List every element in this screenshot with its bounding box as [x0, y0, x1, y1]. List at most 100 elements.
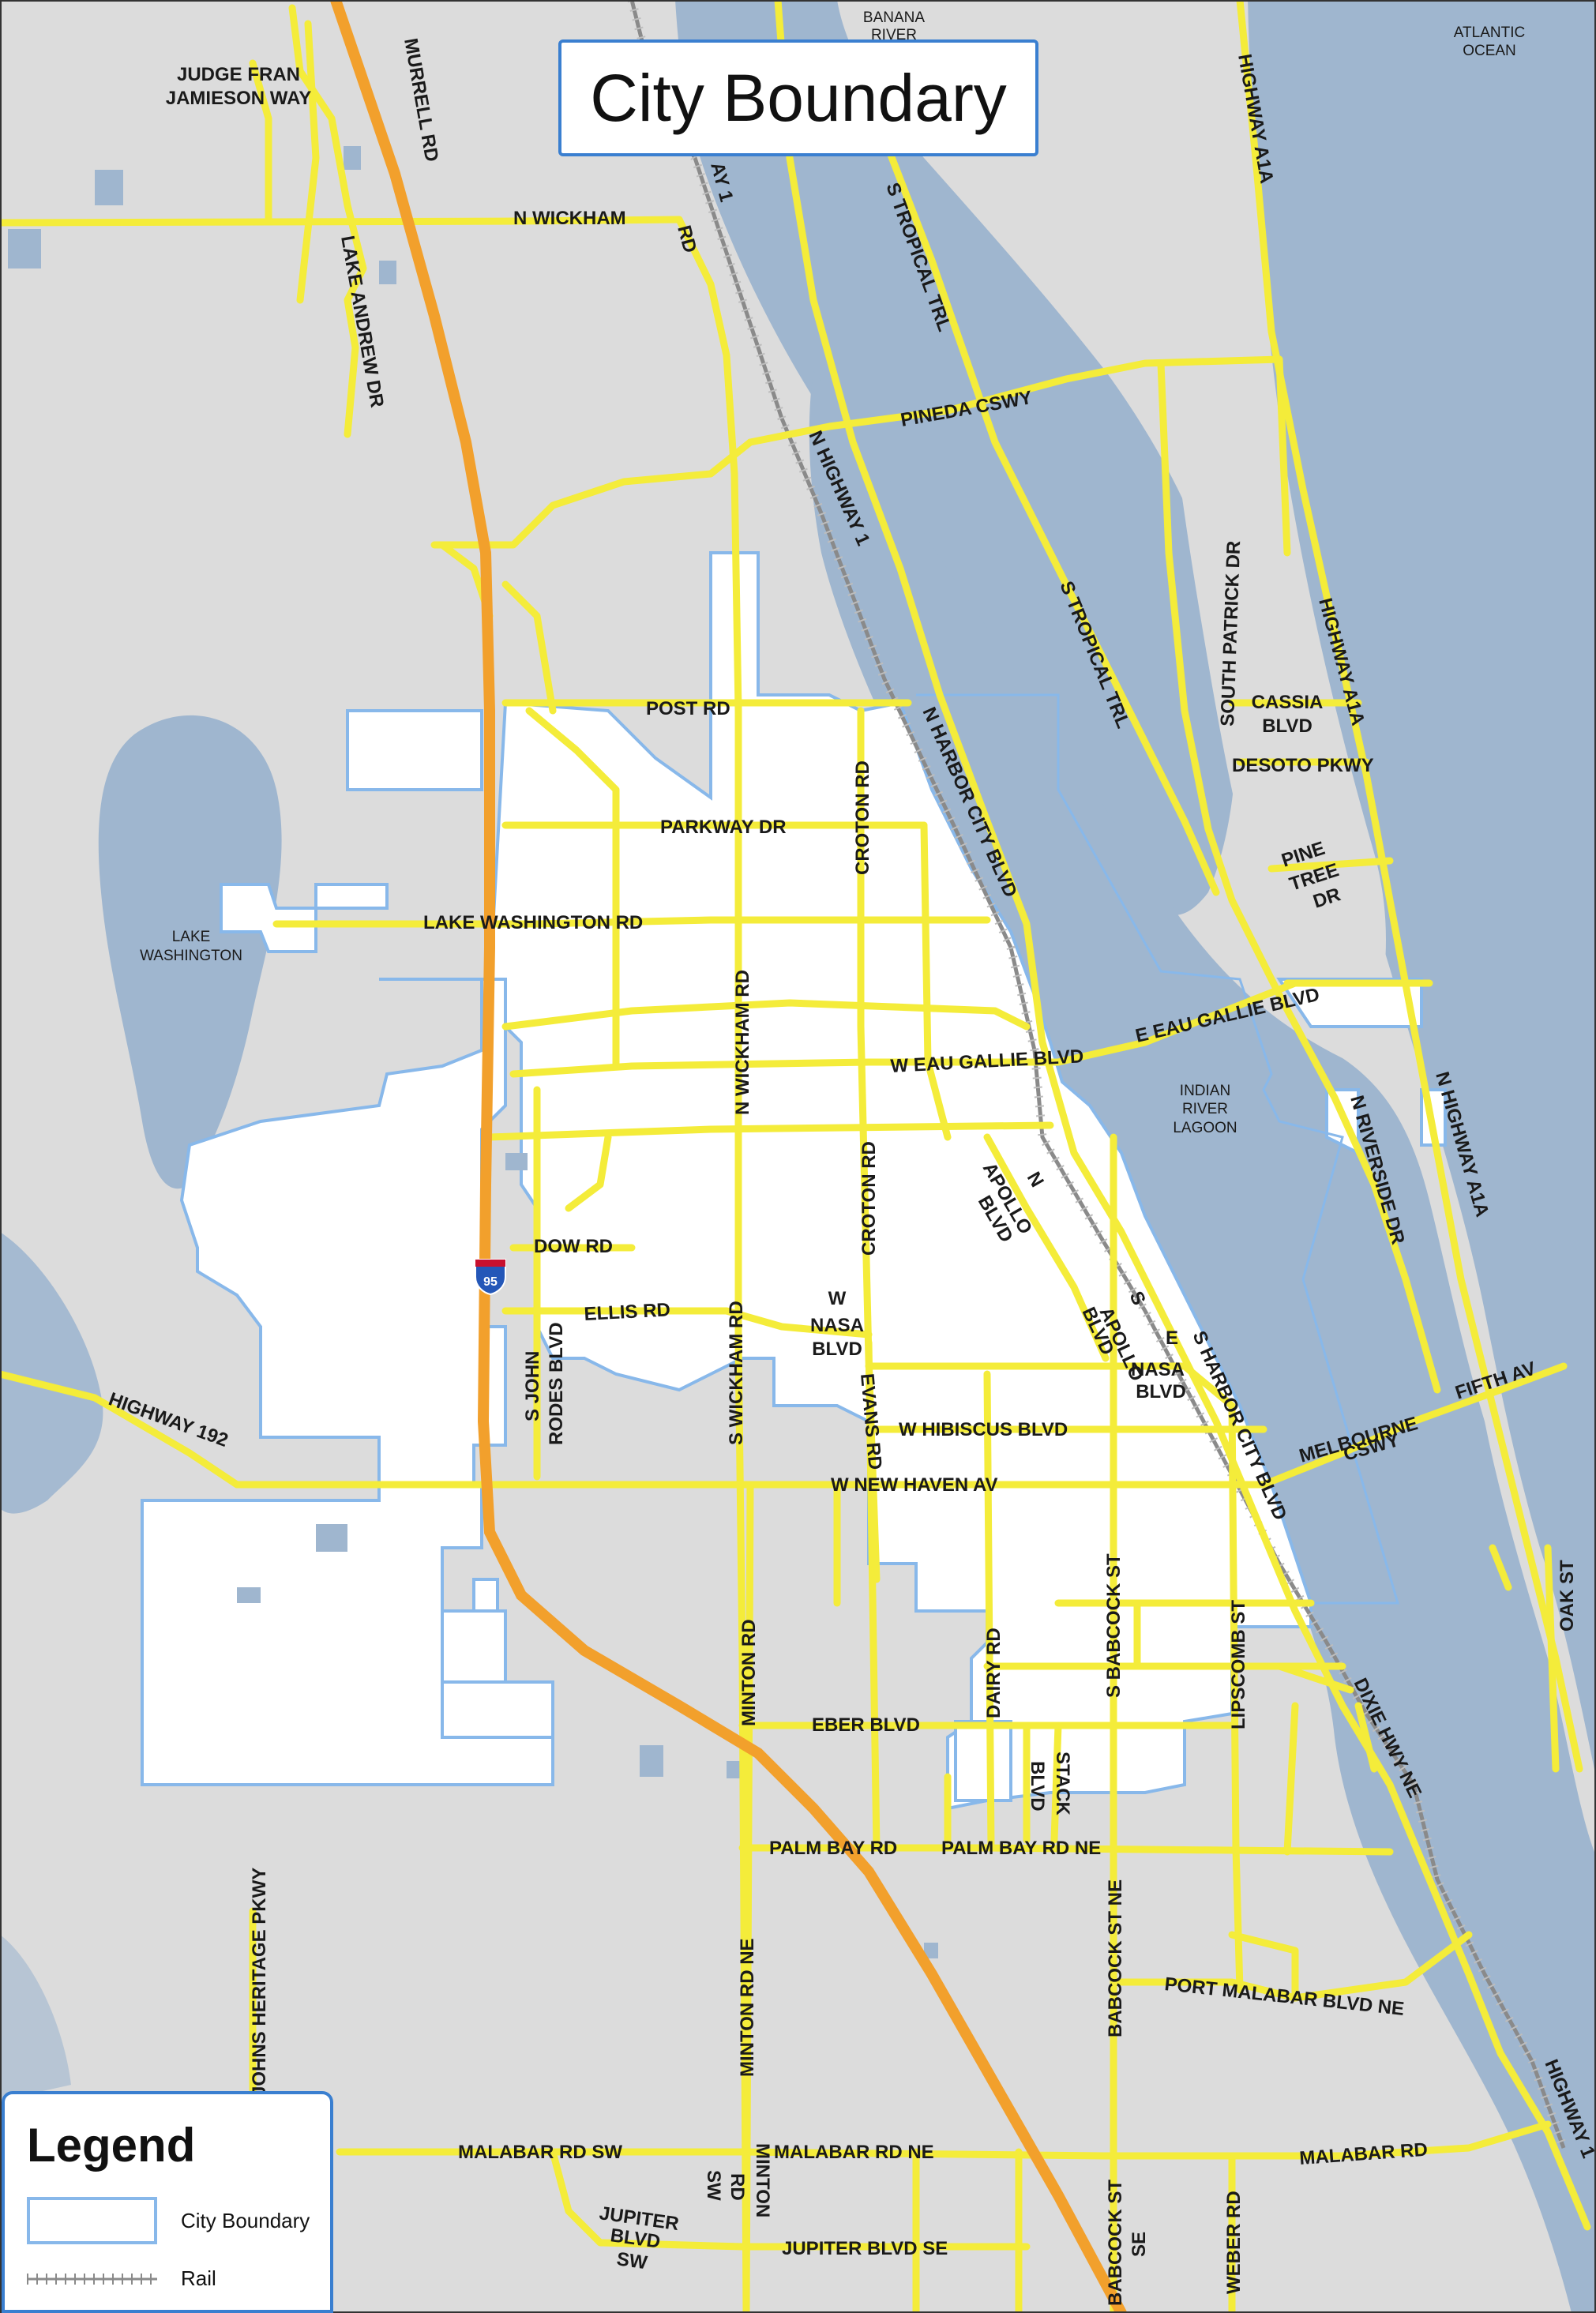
label-s-babcock-st: S BABCOCK ST	[1103, 1553, 1125, 1698]
label-malabar-rd-ne: MALABAR RD NE	[774, 2142, 934, 2163]
label-w-nasa-2: NASA	[810, 1315, 864, 1336]
barrier-island	[1145, 0, 1386, 1042]
label-n-wickham-rd: N WICKHAM RD	[732, 970, 753, 1115]
label-eber-blvd: EBER BLVD	[812, 1714, 920, 1736]
label-banana-river-1: BANANA	[863, 9, 925, 26]
rail-swatch-icon	[27, 2273, 157, 2285]
label-minton-rd-sw-1: RD	[727, 2173, 748, 2201]
legend-label-city-boundary: City Boundary	[181, 2208, 310, 2232]
road-palm-bay-rd	[738, 1844, 1394, 1856]
shield-number: 95	[483, 1275, 498, 1289]
legend-item-rail: Rail	[27, 2266, 216, 2291]
label-babcock-st-ne: BABCOCK ST NE	[1105, 1879, 1126, 2037]
road-ellis-rd	[501, 1307, 873, 1339]
road-lake-washington-rd	[272, 916, 991, 928]
label-minton-2: MINTON	[752, 2143, 773, 2217]
label-croton-rd-mid: CROTON RD	[858, 1141, 880, 1256]
label-minton-rd: MINTON RD	[738, 1619, 760, 1726]
label-e-nasa-2: NASA	[1131, 1359, 1185, 1380]
water-atlantic-ocean	[1248, 0, 1596, 1777]
road-apollo	[983, 1133, 1110, 1362]
label-ellis-rd: ELLIS RD	[584, 1299, 671, 1325]
title-box: City Boundary	[558, 39, 1038, 156]
road-evans-rd	[865, 1339, 881, 1852]
label-minton-rd-ne: MINTON RD NE	[737, 1938, 758, 2077]
label-jupiter-blvd-se: JUPITER BLVD SE	[782, 2238, 948, 2259]
road-eau-gallie-upper	[501, 999, 1031, 1031]
label-lipscomb-st: LIPSCOMB ST	[1228, 1600, 1249, 1729]
label-atlantic-2: OCEAN	[1463, 43, 1516, 59]
label-lake-washington-1: LAKE	[172, 929, 211, 945]
interstate-95	[330, 0, 1127, 2313]
label-post-rd: POST RD	[646, 698, 730, 719]
label-jupiter-3: SW	[615, 2248, 648, 2274]
city-boundary-swatch-icon	[27, 2197, 157, 2244]
label-w-new-haven-av: W NEW HAVEN AV	[831, 1474, 998, 1496]
label-palm-bay-rd: PALM BAY RD	[769, 1838, 897, 1859]
label-parkway-dr: PARKWAY DR	[660, 817, 787, 838]
label-s-wickham-rd: S WICKHAM RD	[726, 1301, 747, 1445]
label-s-john-2: RODES BLVD	[546, 1322, 567, 1445]
label-minton-rd-sw-2: SW	[703, 2170, 724, 2201]
road-pineda-cswy	[746, 355, 1283, 446]
label-judge-fran-1: JUDGE FRAN	[177, 64, 300, 85]
label-judge-fran-2: JAMIESON WAY	[166, 88, 312, 109]
label-n-wickham: N WICKHAM	[513, 208, 626, 229]
road-eau-gallie-lower	[486, 1121, 1054, 1141]
boundary-river-outline	[916, 693, 1400, 1605]
label-lake-washington-2: WASHINGTON	[140, 948, 242, 964]
legend-label-rail: Rail	[181, 2266, 216, 2290]
label-lake-washington-rd: LAKE WASHINGTON RD	[423, 912, 643, 933]
label-cassia-2: BLVD	[1262, 715, 1312, 737]
label-stack-2: BLVD	[1027, 1761, 1048, 1812]
water-banana-river	[675, 0, 1237, 915]
road-w-eau-gallie	[509, 979, 1299, 1078]
rail-line	[627, 0, 1568, 2150]
water-labels: BANANA RIVER ATLANTIC OCEAN LAKE WASHING…	[140, 9, 1525, 1136]
legend-title: Legend	[27, 2119, 196, 2172]
label-e-nasa-3: BLVD	[1136, 1381, 1186, 1402]
road-malabar-rd	[336, 2120, 1552, 2160]
legend-panel: Legend City Boundary Rail	[2, 2091, 333, 2313]
label-oak-st: OAK ST	[1557, 1560, 1578, 1631]
label-indian-river-2: RIVER	[1182, 1101, 1228, 1117]
label-banana-river-2: RIVER	[871, 27, 917, 43]
road-us1	[774, 0, 1591, 2231]
water-lake-washington	[98, 715, 282, 1189]
label-s-john-1: S JOHN	[522, 1351, 543, 1421]
ponds	[8, 146, 938, 1958]
label-malabar-rd-sw: MALABAR RD SW	[458, 2142, 622, 2163]
road-dairy-rd	[983, 1370, 995, 1852]
label-johns-heritage-pkwy: JOHNS HERITAGE PKWY	[249, 1868, 270, 2097]
road-wickham-upper	[675, 216, 750, 2313]
label-weber-rd: WEBER RD	[1223, 2191, 1245, 2294]
label-croton-rd-top: CROTON RD	[852, 760, 873, 875]
label-babcock-st-se-2: SE	[1128, 2232, 1150, 2257]
interstate-shield: 95	[475, 1259, 506, 1296]
label-indian-river-1: INDIAN	[1180, 1083, 1230, 1099]
label-w-hibiscus-blvd: W HIBISCUS BLVD	[899, 1419, 1068, 1440]
city-boundary	[141, 551, 1447, 1811]
road-minton	[742, 1481, 754, 2313]
label-dow-rd: DOW RD	[534, 1236, 613, 1257]
road-south-patrick	[1157, 359, 1441, 1394]
road-lake-andrew	[288, 4, 367, 438]
road-tropical-trl	[873, 115, 1220, 896]
road-n-wickham	[0, 216, 683, 227]
water-south-west	[0, 1935, 71, 2101]
road-jupiter-blvd	[549, 2148, 1031, 2251]
label-w-nasa-1: W	[828, 1288, 847, 1309]
label-dairy-rd: DAIRY RD	[983, 1628, 1005, 1718]
label-e-nasa-1: E	[1166, 1327, 1178, 1349]
label-stack-1: STACK	[1052, 1752, 1073, 1816]
water-west-marsh	[0, 1232, 103, 1514]
label-indian-river-3: LAGOON	[1173, 1120, 1237, 1136]
label-babcock-st-se-1: BABCOCK ST	[1105, 2180, 1126, 2306]
label-w-nasa-3: BLVD	[812, 1339, 862, 1360]
legend-item-city-boundary: City Boundary	[27, 2197, 310, 2244]
label-atlantic-1: ATLANTIC	[1454, 24, 1525, 41]
label-cassia-1: CASSIA	[1252, 692, 1324, 713]
